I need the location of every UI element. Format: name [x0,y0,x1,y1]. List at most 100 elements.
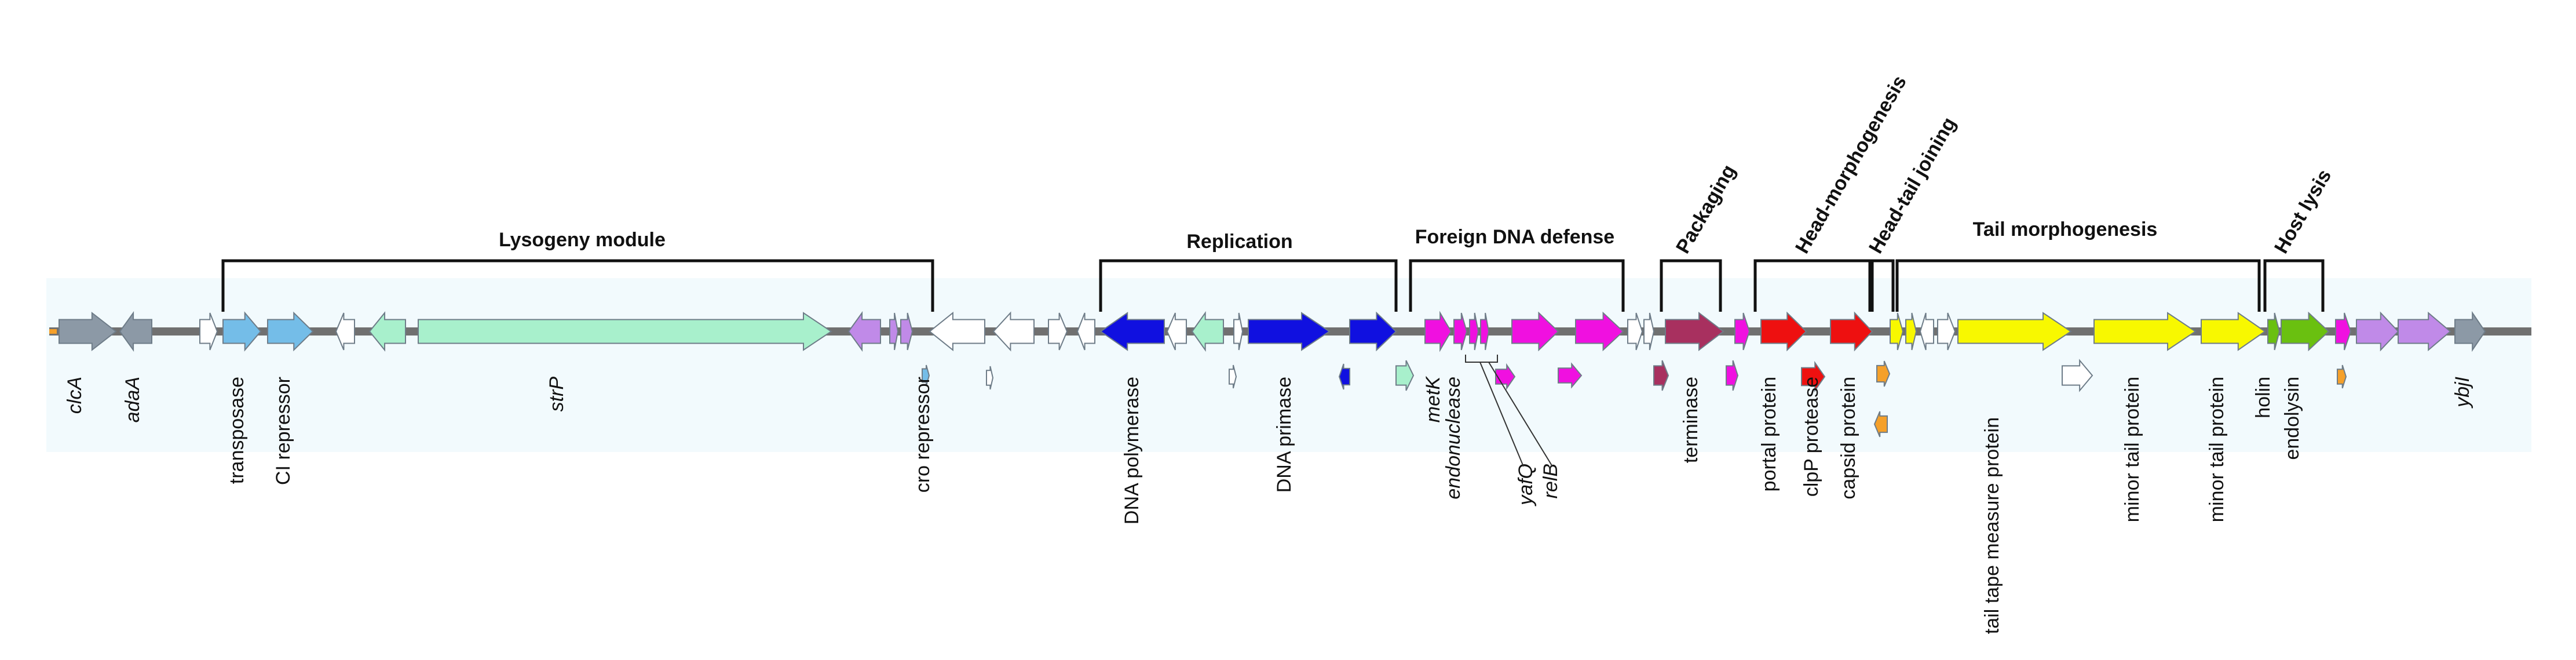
gene-arrow [1233,312,1244,351]
gene-arrow [1099,312,1165,351]
small-gene-arrow [1558,362,1583,389]
gene-arrow [199,312,218,351]
gene-arrow [1480,312,1490,351]
module-bracket [1660,259,1722,312]
gene-label: minor tail protein [2206,377,2228,522]
module-label: Packaging [1672,161,1740,257]
module-label: Replication [1186,231,1292,253]
gene-arrow [1166,312,1187,351]
gene-arrow [1830,311,1873,352]
module-bracket [1895,259,2261,312]
gene-arrow [2398,311,2451,352]
gene-arrow [1191,311,1224,352]
gene-arrow [992,311,1035,352]
gene-arrow [1076,312,1095,351]
gene-arrow [1048,312,1068,351]
gene-arrow [1919,312,1934,351]
gene-arrow [889,312,899,351]
gene-label: endonuclease [1442,377,1464,499]
small-gene-arrow [1873,411,1888,437]
gene-label: clcA [64,377,86,414]
gene-arrow [1890,312,1904,351]
gene-label: capsid protein [1837,377,1859,499]
gene-arrow [1424,311,1452,352]
gene-label: terminase [1680,377,1702,463]
module-bracket [221,259,934,312]
gene-arrow [267,311,314,352]
leader-line [1479,362,1524,467]
gene-arrow [335,312,355,351]
small-gene-arrow [2062,359,2093,392]
gene-label: clpP protease [1800,377,1822,497]
gene-arrow [1734,312,1751,351]
gene-label: adaA [122,377,144,422]
gene-label: cro repressor [912,377,934,493]
gene-label: yafQ [1515,464,1537,506]
gene-arrow [1665,311,1724,352]
module-label: Host lysis [2270,166,2336,257]
small-gene-arrow [922,364,930,386]
gene-label: relB [1540,464,1562,498]
gene-arrow [847,311,881,352]
module-label: Foreign DNA defense [1415,226,1614,248]
small-gene-arrow [986,366,994,390]
gene-arrow [2201,312,2266,351]
gene-arrow [1511,311,1559,352]
gene-label: CI repressor [272,377,294,485]
small-gene-arrow [1801,360,1826,393]
small-gene-arrow [1653,360,1669,391]
small-gene-arrow [1876,360,1891,387]
module-bracket [1099,259,1398,312]
gene-label: transposase [226,377,248,484]
gene-label: tail tape measure protein [1981,417,2003,634]
gene-arrow [418,312,832,351]
gene-arrow [2281,311,2330,352]
gene-arrow [1760,311,1807,352]
gene-arrow [368,311,406,352]
gene-arrow [900,312,914,351]
gene-arrow [929,311,985,352]
gene-arrow [2093,312,2197,351]
gene-label: minor tail protein [2121,377,2143,522]
gene-arrow [1453,312,1468,351]
module-bracket [1753,259,1872,312]
gene-arrow [1905,312,1917,351]
gene-arrow [2454,311,2486,352]
small-gene-arrow [1229,364,1237,389]
gene-arrow [2356,311,2399,352]
gene-arrow [1643,312,1655,351]
gene-arrow [1937,312,1956,351]
leader-line [1488,362,1553,467]
annotation-band [46,278,2531,452]
gene-arrow [1627,312,1643,351]
gene-arrow [119,311,152,352]
small-gene-arrow [1726,360,1739,391]
gene-label: portal protein [1758,377,1780,491]
gene-arrow [1957,312,2072,351]
module-label: Lysogeny module [499,229,666,251]
module-bracket [1409,259,1625,312]
gene-arrow [1575,311,1624,352]
gene-label: DNA primase [1273,377,1295,493]
module-bracket [1870,259,1895,312]
small-gene-arrow [1395,360,1415,391]
small-gene-arrow [1338,363,1350,390]
gene-label: endolysin [2281,377,2303,460]
gene-label: holin [2252,377,2274,418]
module-label: Tail morphogenesis [1973,218,2158,240]
module-bracket [2263,259,2325,312]
gene-arrow [2267,312,2281,351]
gene-arrow [59,311,117,352]
small-gene-arrow [2337,364,2347,389]
gene-label: strP [546,377,568,412]
gene-label: DNA polymerase [1121,377,1143,524]
gene-arrow [2335,312,2352,351]
gene-arrow [1349,311,1397,352]
gene-label: ybjI [2451,376,2473,408]
gene-label: metK [1422,376,1444,423]
gene-arrow [1248,312,1331,351]
leader-line [1465,355,1498,363]
gene-arrow [222,311,262,352]
gene-arrow [1469,312,1479,351]
